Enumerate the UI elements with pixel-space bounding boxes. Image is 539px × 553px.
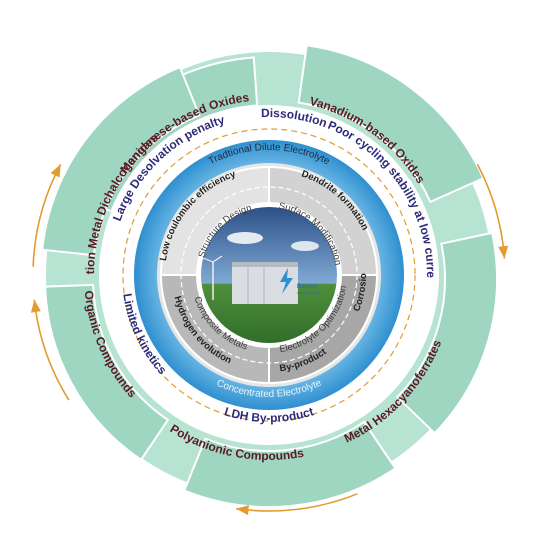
- outer-segment-1: [297, 44, 485, 204]
- outer-segment-3: [183, 420, 397, 508]
- center-image: Battery energy storage: [197, 203, 341, 347]
- arrow-head-2: [236, 505, 249, 516]
- arrow-head-1: [498, 245, 509, 259]
- battery-label: Battery: [297, 284, 318, 290]
- outer-segment-4: [44, 283, 170, 462]
- outer-segments: [41, 44, 498, 508]
- battery-sublabel: energy storage: [297, 291, 320, 295]
- inner-ring-dash: [180, 186, 358, 364]
- arrow-head-3: [30, 299, 41, 313]
- challenge-ring-dash: [122, 128, 416, 422]
- outer-segment-2: [395, 231, 498, 435]
- challenge-ldh: LDH By-product: [223, 404, 315, 425]
- battery-bolt-icon: [280, 268, 293, 294]
- inner-quadrants: [159, 165, 379, 385]
- cycle-arrows: [30, 163, 509, 516]
- arrow-head-0: [50, 164, 61, 178]
- outer-segment-5: [41, 65, 201, 257]
